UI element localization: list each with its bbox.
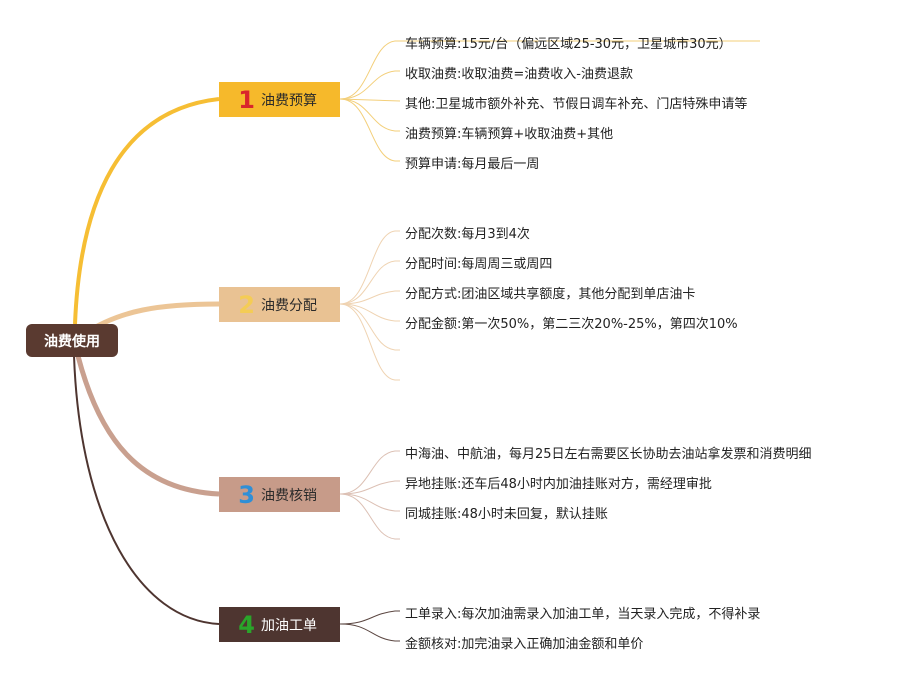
leaf-1-4[interactable]: 油费预算:车辆预算+收取油费+其他 [405,127,614,142]
branch-node-3[interactable]: 3 油费核销 [219,477,340,512]
branch-4-leaf-links [339,610,400,642]
branch-number-3: 3 [238,480,255,509]
branch-label-3: 油费核销 [261,487,317,504]
branch-2-leaf-links [339,230,400,381]
leaf-2-1[interactable]: 分配次数:每月3到4次 [405,227,530,242]
root-link-1 [73,97,220,325]
branch-3-leaf-links [339,450,400,540]
leaf-1-5[interactable]: 预算申请:每月最后一周 [405,157,540,172]
branch-node-4[interactable]: 4 加油工单 [219,607,340,642]
leaf-3-3[interactable]: 同城挂账:48小时未回复，默认挂账 [405,507,608,522]
branch-number-2: 2 [238,290,255,319]
branch-label-2: 油费分配 [261,297,317,314]
leaf-1-2[interactable]: 收取油费:收取油费=油费收入-油费退款 [405,67,633,82]
root-node[interactable]: 油费使用 [26,324,118,357]
leaf-2-4[interactable]: 分配金额:第一次50%，第二三次20%-25%，第四次10% [405,317,738,332]
leaf-2-2[interactable]: 分配时间:每周周三或周四 [405,257,553,272]
leaf-4-1[interactable]: 工单录入:每次加油需录入加油工单，当天录入完成，不得补录 [405,607,761,622]
root-link-3 [75,355,220,497]
root-link-4 [73,355,220,625]
leaf-1-1[interactable]: 车辆预算:15元/台（偏远区域25-30元，卫星城市30元） [405,37,732,52]
branch-1-leaf-links [339,40,760,162]
branch-node-1[interactable]: 1 油费预算 [219,82,340,117]
branch-node-2[interactable]: 2 油费分配 [219,287,340,322]
branch-label-1: 油费预算 [261,92,317,109]
leaf-2-3[interactable]: 分配方式:团油区域共享额度，其他分配到单店油卡 [405,287,696,302]
leaf-3-2[interactable]: 异地挂账:还车后48小时内加油挂账对方，需经理审批 [405,477,712,492]
branch-number-4: 4 [238,610,255,639]
leaf-3-1[interactable]: 中海油、中航油，每月25日左右需要区长协助去油站拿发票和消费明细 [405,447,812,462]
branch-label-4: 加油工单 [261,617,317,634]
root-label: 油费使用 [44,333,100,350]
leaf-1-3[interactable]: 其他:卫星城市额外补充、节假日调车补充、门店特殊申请等 [405,97,748,112]
leaf-4-2[interactable]: 金额核对:加完油录入正确加油金额和单价 [405,637,644,652]
branch-number-1: 1 [238,85,255,114]
